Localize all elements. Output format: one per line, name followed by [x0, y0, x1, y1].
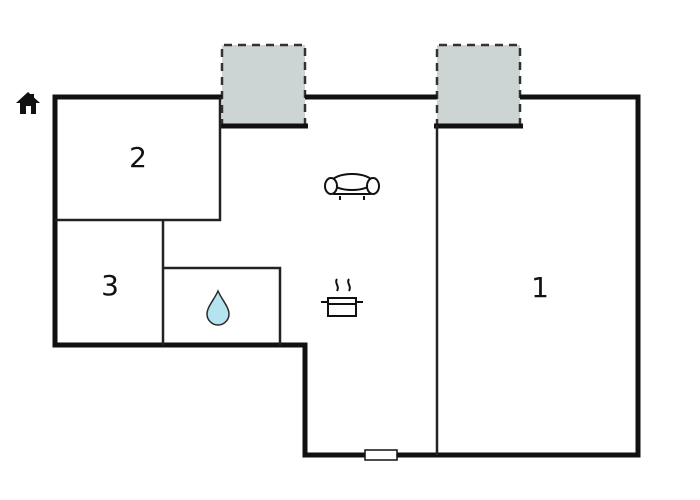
- interior-walls: [55, 97, 439, 455]
- room-3-label: 3: [101, 269, 119, 302]
- water-drop-icon: [206, 289, 230, 326]
- terrace-1-area: [222, 45, 305, 127]
- outer-walls: [52, 94, 641, 458]
- door: [364, 449, 398, 461]
- stove-icon: [321, 278, 363, 317]
- room-2-label: 2: [129, 141, 147, 174]
- wall-bathroom: [163, 266, 282, 345]
- terrace-1: [219, 43, 308, 129]
- entrance-house-icon: [16, 92, 40, 114]
- room-1-label: 1: [531, 271, 549, 304]
- outer-wall-main: [52, 94, 641, 458]
- sofa-icon: [324, 173, 380, 200]
- wall-room-2: [55, 97, 222, 222]
- terrace-2: [434, 43, 523, 129]
- terrace-2-area: [437, 45, 520, 127]
